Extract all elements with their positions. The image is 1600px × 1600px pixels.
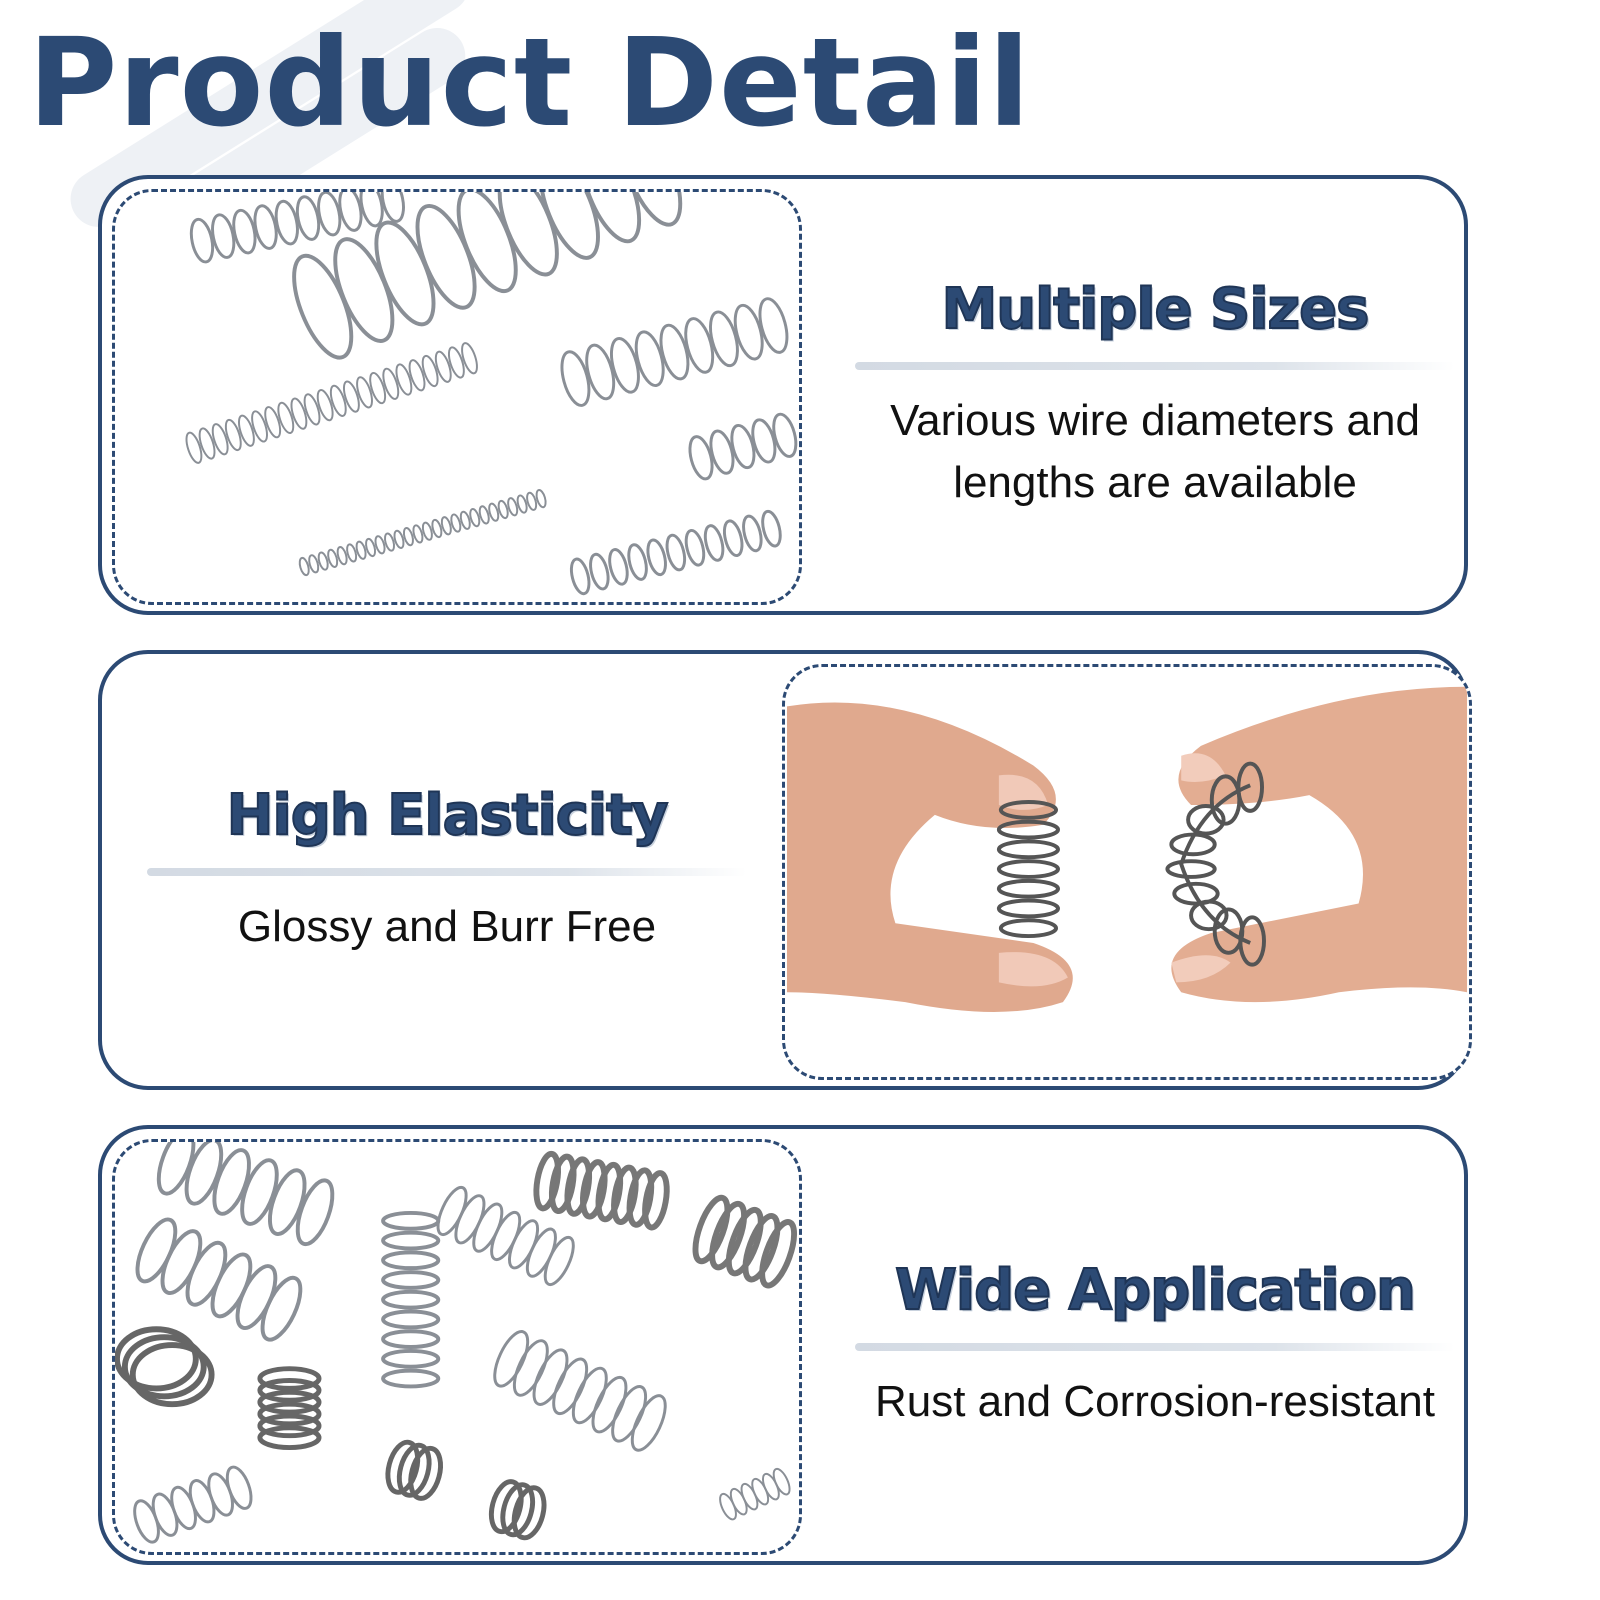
feature-heading: Wide Application [894,1257,1417,1324]
feature-heading: Multiple Sizes [941,276,1371,343]
spring-icon [133,1465,253,1544]
feature-card-high-elasticity: High Elasticity Glossy and Burr Free [98,650,1472,1090]
feature-text-multiple-sizes: Multiple Sizes Various wire diameters an… [850,179,1460,611]
spring-icon [135,1217,303,1342]
fingernail-shape [1171,955,1231,983]
scattered-springs-photo [112,1139,802,1555]
spring-icon [719,1467,791,1521]
hands-bending-spring-photo [782,664,1472,1080]
spring-icon [692,1194,798,1289]
spring-icon [189,192,405,264]
divider [855,361,1455,370]
feature-card-wide-application: Wide Application Rust and Corrosion-resi… [98,1125,1468,1565]
hands-illustration [786,686,1468,1012]
spring-icon [569,509,782,596]
feature-text-high-elasticity: High Elasticity Glossy and Burr Free [142,654,752,1086]
divider [855,1342,1455,1351]
spring-icon [385,1439,443,1501]
spring-icon [688,412,798,481]
assorted-springs-photo [112,189,802,605]
spring-icon [156,1142,335,1247]
springs-illustration [185,192,798,596]
spring-icon [493,1330,667,1452]
spring-icon [1165,761,1266,967]
spring-icon [560,297,789,407]
feature-heading: High Elasticity [226,782,670,849]
feature-description: Rust and Corrosion-resistant [874,1376,1435,1426]
spring-icon [533,1150,670,1231]
page-title: Product Detail [28,12,1031,154]
spring-icon [115,1326,215,1408]
spring-icon [257,1366,322,1450]
spring-icon [298,489,547,577]
feature-text-wide-application: Wide Application Rust and Corrosion-resi… [850,1129,1460,1561]
spring-icon [436,1185,575,1287]
spring-icon [488,1479,547,1541]
spring-icon [381,1210,441,1389]
feature-card-multiple-sizes: Multiple Sizes Various wire diameters an… [98,175,1468,615]
divider [147,867,747,876]
springs-illustration [115,1142,798,1544]
spring-icon [292,192,683,360]
feature-description: Various wire diameters and lengths are a… [890,395,1420,507]
feature-description: Glossy and Burr Free [237,901,657,951]
fingernail-shape [998,952,1068,987]
fingernail-shape [1181,753,1226,782]
spring-icon [996,800,1060,939]
spring-icon [185,342,478,464]
